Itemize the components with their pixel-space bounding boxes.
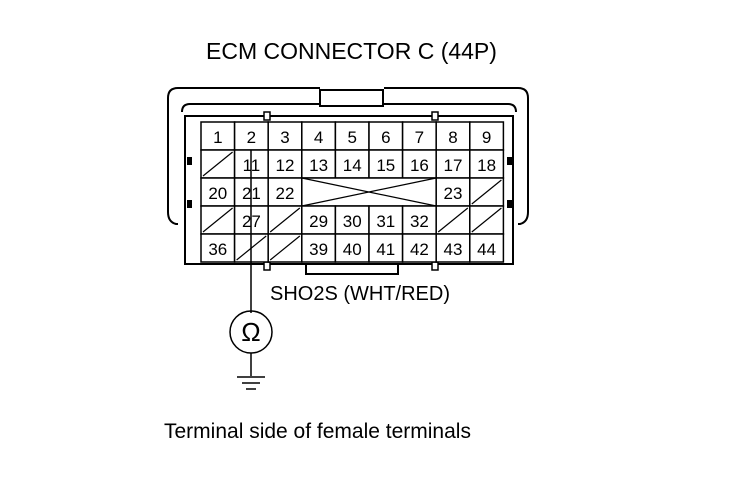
terminal-cell (469, 121, 505, 151)
terminal-22: 22 (276, 184, 295, 203)
blank-slash (437, 207, 469, 233)
terminal-cell (368, 149, 404, 179)
connector-housing (167, 87, 529, 275)
blank-slash (202, 151, 233, 177)
terminal-1: 1 (213, 128, 222, 147)
terminal-31: 31 (376, 212, 395, 231)
terminal-20: 20 (208, 184, 227, 203)
terminal-42: 42 (410, 240, 429, 259)
blank-cross (301, 177, 437, 207)
terminal-7: 7 (415, 128, 424, 147)
terminal-5: 5 (347, 128, 356, 147)
terminal-cell (334, 121, 370, 151)
terminal-44: 44 (477, 240, 496, 259)
terminal-43: 43 (444, 240, 463, 259)
terminal-cell (435, 233, 471, 263)
blank-slash (471, 179, 502, 205)
wire-label: SHO2S (WHT/RED) (270, 283, 450, 305)
terminal-13: 13 (309, 156, 328, 175)
terminal-36: 36 (208, 240, 227, 259)
terminal-14: 14 (343, 156, 362, 175)
housing-marks (187, 157, 512, 208)
terminal-cell (267, 177, 303, 207)
terminal-cell (200, 177, 236, 207)
ohm-symbol: Ω (241, 317, 261, 347)
test-wiring (229, 150, 273, 390)
terminal-17: 17 (444, 156, 463, 175)
terminal-39: 39 (309, 240, 328, 259)
terminal-16: 16 (410, 156, 429, 175)
terminal-3: 3 (280, 128, 289, 147)
terminal-cell (401, 121, 437, 151)
terminal-32: 32 (410, 212, 429, 231)
terminal-2: 2 (247, 128, 256, 147)
terminal-cell (334, 205, 370, 235)
terminal-30: 30 (343, 212, 362, 231)
terminal-4: 4 (314, 128, 323, 147)
terminal-15: 15 (376, 156, 395, 175)
terminal-grid (200, 121, 505, 263)
terminal-41: 41 (376, 240, 395, 259)
blank-slash (269, 235, 301, 261)
terminal-18: 18 (477, 156, 496, 175)
terminal-40: 40 (343, 240, 362, 259)
ground-icon (237, 376, 265, 390)
terminal-29: 29 (309, 212, 328, 231)
terminal-cell (469, 233, 505, 263)
blank-slash (471, 207, 502, 233)
terminal-8: 8 (448, 128, 457, 147)
blank-slash (269, 207, 301, 233)
blank-slash (202, 207, 233, 233)
terminal-cell (401, 205, 437, 235)
terminal-6: 6 (381, 128, 390, 147)
diagram-title: ECM CONNECTOR C (44P) (206, 38, 497, 64)
terminal-9: 9 (482, 128, 491, 147)
terminal-cell (200, 233, 236, 263)
terminal-cell (368, 233, 404, 263)
terminal-23: 23 (444, 184, 463, 203)
terminal-12: 12 (276, 156, 295, 175)
terminal-cell (401, 233, 437, 263)
terminal-cell (368, 205, 404, 235)
diagram-caption: Terminal side of female terminals (164, 420, 471, 443)
terminal-cell (401, 149, 437, 179)
